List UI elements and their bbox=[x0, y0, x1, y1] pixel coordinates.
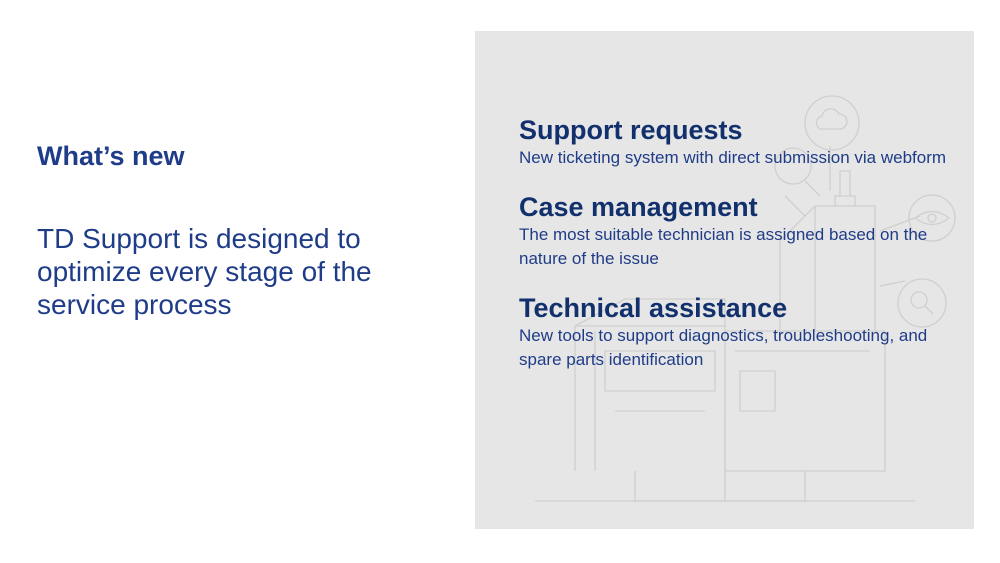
feature-text-technical-assistance: New tools to support diagnostics, troubl… bbox=[519, 326, 928, 369]
intro-lead-text: TD Support is designed to optimize every… bbox=[37, 223, 372, 320]
feature-text-case-management: The most suitable technician is assigned… bbox=[519, 225, 928, 268]
eye-icon bbox=[908, 194, 956, 242]
section-heading: What’s new bbox=[37, 141, 185, 171]
feature-list: Support requests New ticketing system wi… bbox=[519, 114, 959, 393]
machine-outline bbox=[535, 170, 915, 502]
feature-item: Technical assistance New tools to suppor… bbox=[519, 292, 959, 372]
feature-item: Support requests New ticketing system wi… bbox=[519, 114, 959, 170]
magnifier-icon bbox=[897, 278, 947, 328]
feature-title-support-requests: Support requests bbox=[519, 115, 743, 145]
features-panel: Support requests New ticketing system wi… bbox=[475, 31, 974, 529]
cloud-icon bbox=[804, 95, 860, 151]
background-illustration bbox=[535, 95, 956, 502]
feature-item: Case management The most suitable techni… bbox=[519, 191, 959, 271]
feature-text-support-requests: New ticketing system with direct submiss… bbox=[519, 148, 947, 167]
feature-title-technical-assistance: Technical assistance bbox=[519, 293, 788, 323]
feature-title-case-management: Case management bbox=[519, 192, 758, 222]
